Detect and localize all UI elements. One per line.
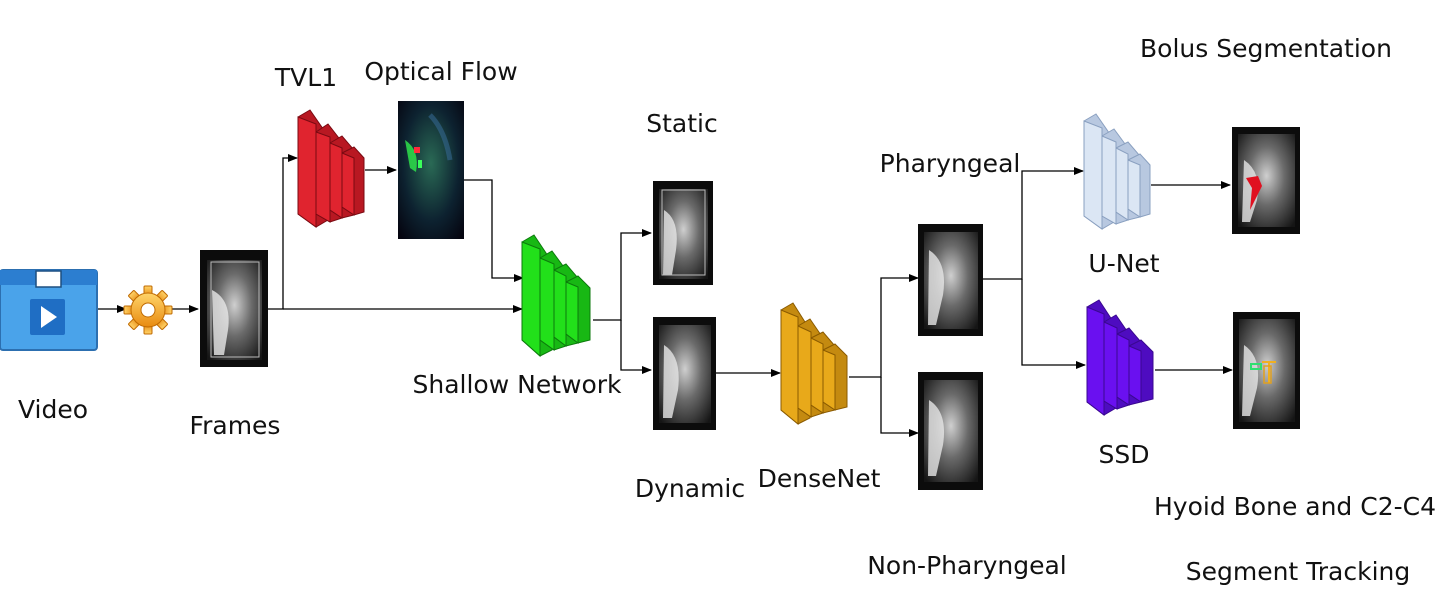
non-pharyngeal-label: Non-Pharyngeal <box>867 551 1067 580</box>
video-player-icon <box>0 269 98 351</box>
gear-icon <box>123 285 173 335</box>
shallow-network-block <box>521 234 591 358</box>
arrow-densenet-to-pharyngeal <box>849 274 919 378</box>
densenet-label: DenseNet <box>758 464 881 493</box>
arrow-flow-to-shallow <box>464 179 524 282</box>
hyoid-label-line2: Segment Tracking <box>1186 557 1411 586</box>
dynamic-frame-image <box>653 317 716 430</box>
arrow-pharyngeal-to-ssd <box>1021 279 1086 369</box>
frames-label: Frames <box>190 411 281 440</box>
connectors <box>97 154 1233 437</box>
frames-image <box>200 250 268 367</box>
pharyngeal-label: Pharyngeal <box>880 149 1021 178</box>
densenet-block <box>780 302 848 426</box>
hyoid-tracking-image <box>1233 312 1300 429</box>
non-pharyngeal-frame-image <box>918 372 983 490</box>
unet-label: U-Net <box>1088 249 1159 278</box>
tvl1-network-block <box>297 109 365 228</box>
arrow-shallow-to-static <box>593 229 652 321</box>
unet-block <box>1083 113 1151 230</box>
bolus-segmentation-image <box>1232 127 1300 234</box>
static-label: Static <box>646 109 717 138</box>
arrow-shallow-to-dynamic <box>620 320 652 374</box>
optical-flow-label: Optical Flow <box>364 57 517 86</box>
arrow-frames-to-tvl1 <box>268 154 298 310</box>
arrow-pharyngeal-to-unet <box>983 167 1084 280</box>
pharyngeal-frame-image <box>918 224 983 336</box>
ssd-block <box>1086 299 1154 417</box>
ssd-label: SSD <box>1099 440 1150 469</box>
dynamic-label: Dynamic <box>635 474 745 503</box>
arrow-densenet-to-nonpharyngeal <box>880 377 919 437</box>
optical-flow-image <box>398 101 464 239</box>
hyoid-label-line1: Hyoid Bone and C2-C4 <box>1154 492 1436 521</box>
bolus-segmentation-label: Bolus Segmentation <box>1140 34 1392 63</box>
shallow-network-label: Shallow Network <box>413 370 623 399</box>
video-label: Video <box>18 395 88 424</box>
static-frame-image <box>653 181 713 285</box>
tvl1-label: TVL1 <box>274 63 337 92</box>
